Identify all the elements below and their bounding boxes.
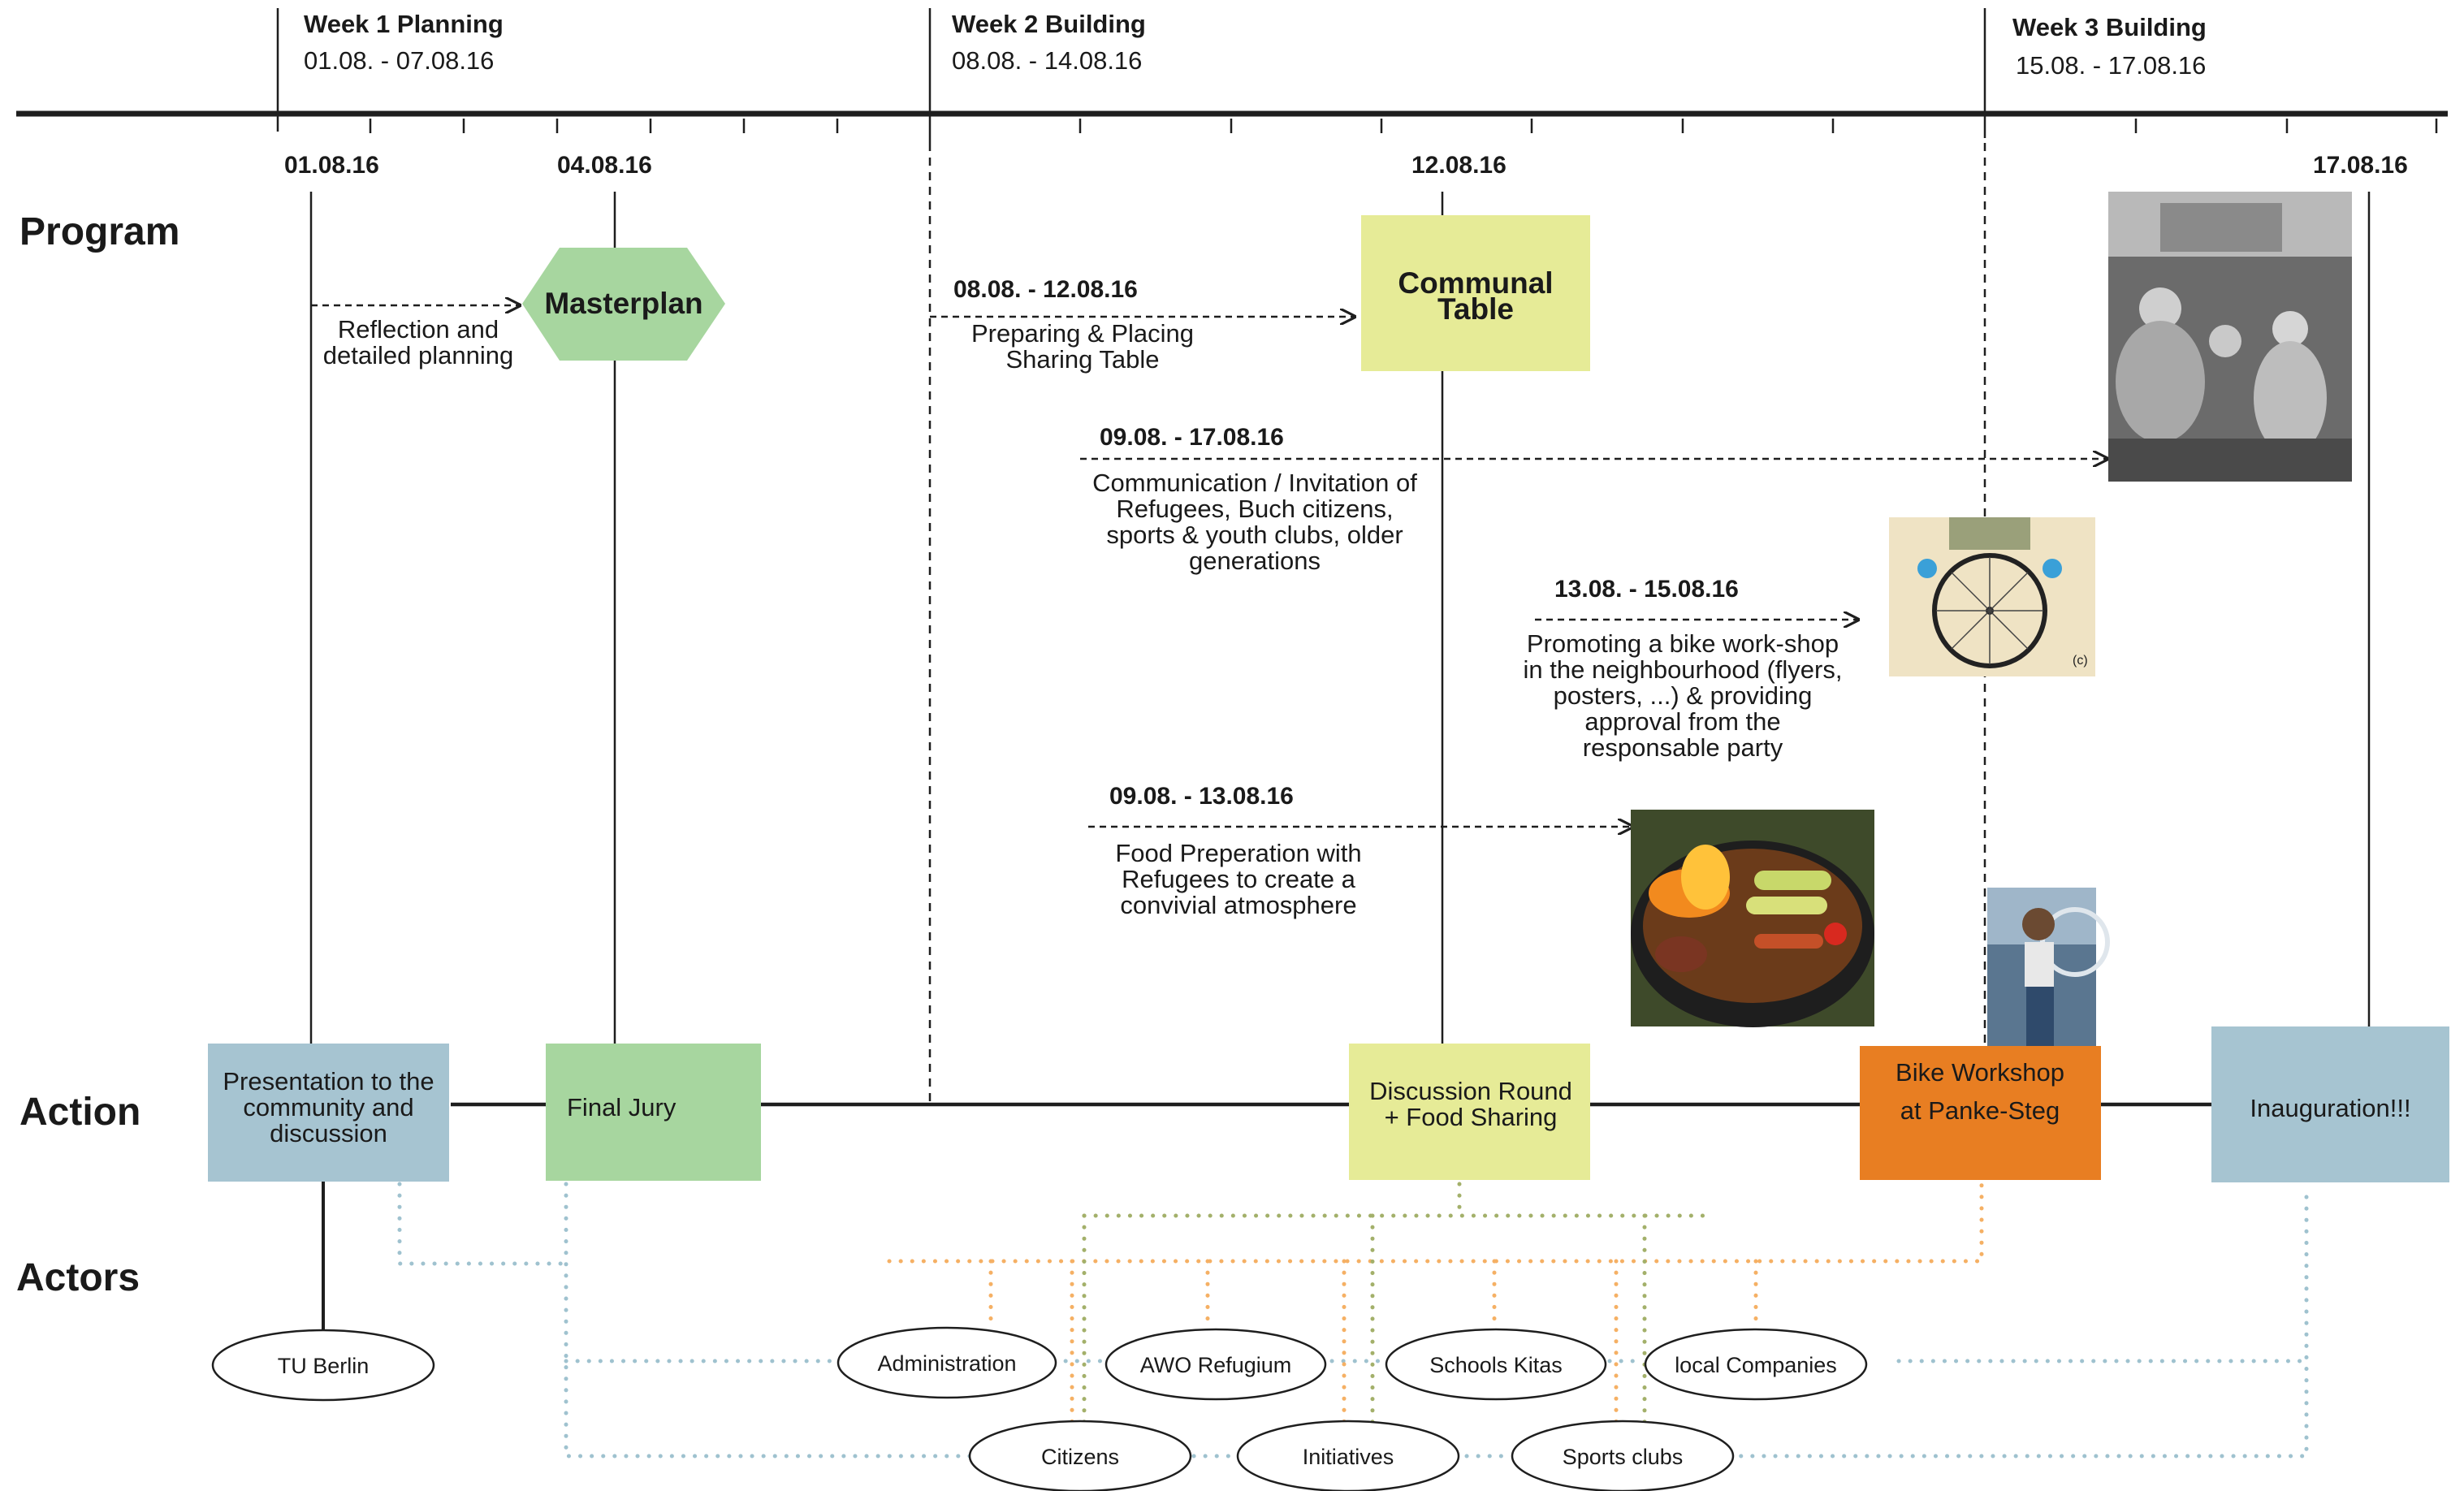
blue-dotted-connectors [397,1182,2309,1459]
presentation-box [208,1044,449,1182]
bike-workshop-box [1860,1046,2101,1180]
actor-initiatives [1236,1420,1460,1491]
svg-text:(c): (c) [2073,654,2088,668]
actor-label-companies: local Companies [1675,1353,1837,1377]
actor-schools [1385,1328,1607,1401]
actor-sports [1511,1420,1735,1491]
date-label-0108: 01.08.16 [284,152,379,179]
photo-cyclist [1987,888,2110,1046]
timeline-ticks [369,119,2438,133]
week1-range: 01.08. - 07.08.16 [304,46,495,75]
green-dotted-connectors [1082,1182,1708,1425]
photo-group [2108,192,2352,482]
actor-label-sports: Sports clubs [1562,1445,1684,1469]
actor-ellipses [211,1326,1868,1491]
actor-label-schools: Schools Kitas [1429,1353,1563,1377]
bike-workshop-label: Bike Workshop at Panke-Steg [1896,1058,2064,1125]
masterplan-hexagon [522,248,725,361]
week3-range: 15.08. - 17.08.16 [2016,51,2207,80]
discussion-label: Discussion Round + Food Sharing [1369,1077,1572,1131]
comm-range: 09.08. - 17.08.16 [1100,424,1284,451]
photo-grill [1631,810,1874,1027]
prep-range: 08.08. - 12.08.16 [953,276,1138,303]
actor-label-administration: Administration [877,1351,1017,1376]
actor-label-awo: AWO Refugium [1139,1353,1292,1377]
actor-label-citizens: Citizens [1040,1445,1120,1469]
prep-label: Preparing & Placing Sharing Table [971,319,1194,374]
food-range: 09.08. - 13.08.16 [1109,783,1294,810]
row-label-action: Action [19,1091,141,1134]
bike-label: Promoting a bike work-shop in the neighb… [1523,629,1843,762]
actor-companies [1644,1328,1868,1401]
row-label-actors: Actors [16,1256,140,1299]
actor-awo [1104,1328,1327,1401]
jury-label: Final Jury [567,1093,677,1121]
jury-box [546,1044,761,1181]
communal-table-label: Communal Table [1398,266,1554,326]
presentation-label: Presentation to the community and discus… [223,1067,434,1147]
food-label: Food Preperation with Refugees to create… [1115,839,1362,919]
actor-label-initiatives: Initiatives [1302,1445,1394,1469]
photo-wheel: (c) [1889,517,2095,676]
week3-title: Week 3 Building [2012,13,2207,41]
inauguration-label: Inauguration!!! [2250,1094,2411,1122]
actor-administration [836,1326,1057,1399]
row-label-program: Program [19,210,180,253]
reflection-label: Reflection and detailed planning [322,315,514,370]
week2-title: Week 2 Building [952,10,1146,38]
date-label-0408: 04.08.16 [557,152,652,179]
week1-title: Week 1 Planning [304,10,504,38]
week2-range: 08.08. - 14.08.16 [952,46,1143,75]
bike-range: 13.08. - 15.08.16 [1554,576,1739,603]
inauguration-box [2211,1026,2449,1182]
actor-tu-berlin [211,1329,435,1402]
discussion-box [1349,1044,1590,1180]
date-label-1708: 17.08.16 [2313,152,2408,179]
actor-label-tu-berlin: TU Berlin [277,1354,370,1378]
comm-label: Communication / Invitation of Refugees, … [1092,469,1417,575]
date-label-1208: 12.08.16 [1411,152,1506,179]
communal-table-box [1361,215,1590,371]
masterplan-label: Masterplan [544,287,703,320]
orange-dotted-connectors [887,1182,1984,1425]
actor-citizens [968,1420,1192,1491]
